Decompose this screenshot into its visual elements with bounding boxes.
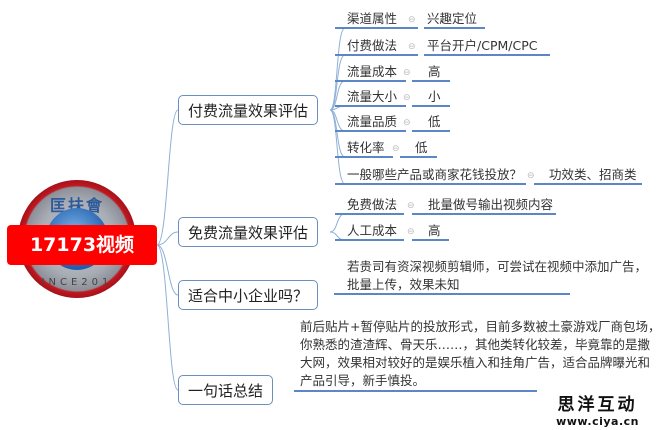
leaf-value[interactable]: 批量做号输出视频内容 — [428, 197, 554, 212]
logo-bottom-text: INCE201 — [41, 277, 113, 288]
leaf-value[interactable]: 高 — [428, 223, 441, 238]
collapse-icon[interactable]: ⊖ — [527, 171, 535, 181]
leaf-value[interactable]: 低 — [415, 140, 428, 155]
collapse-icon[interactable]: ⊖ — [408, 15, 416, 25]
branch-free-traffic[interactable]: 免费流量效果评估 — [178, 217, 319, 247]
note-line: 若贵司有资深视频剪辑师，可尝试在视频中添加广告， — [347, 259, 648, 274]
note-line: 批量上传，效果未知 — [347, 277, 460, 292]
collapse-icon[interactable]: ⊖ — [392, 144, 400, 154]
leaf-value[interactable]: 高 — [428, 64, 441, 79]
collapse-icon[interactable]: ⊖ — [408, 42, 416, 52]
leaf-value[interactable]: 低 — [428, 114, 441, 129]
collapse-icon[interactable]: ⊖ — [403, 118, 411, 128]
collapse-icon[interactable]: ⊖ — [403, 68, 411, 78]
collapse-icon[interactable]: ⊖ — [403, 93, 411, 103]
summary-note[interactable]: 前后贴片+暂停贴片的投放形式，目前多数被土豪游戏厂商包场， 你熟悉的渣渣辉、骨天… — [300, 318, 660, 390]
leaf-value[interactable]: 兴趣定位 — [427, 11, 478, 26]
leaf-key[interactable]: 人工成本 — [347, 223, 398, 238]
leaf-key[interactable]: 付费做法 — [347, 38, 398, 53]
note-line: 产品引导，新手慎投。 — [300, 373, 426, 388]
leaf-key[interactable]: 免费做法 — [347, 197, 398, 212]
branch-paid-traffic[interactable]: 付费流量效果评估 — [178, 95, 319, 125]
leaf-key[interactable]: 流量成本 — [347, 64, 398, 79]
note-line: 前后贴片+暂停贴片的投放形式，目前多数被土豪游戏厂商包场， — [300, 319, 661, 334]
root-topic[interactable]: 17173视频 — [7, 225, 157, 265]
leaf-key[interactable]: 一般哪些产品或商家花钱投放？ — [347, 167, 523, 182]
leaf-value[interactable]: 功效类、招商类 — [549, 167, 637, 182]
branch-summary[interactable]: 一句话总结 — [178, 375, 274, 405]
leaf-key[interactable]: 流量品质 — [347, 114, 398, 129]
watermark-url: www.ciya.cn — [556, 415, 639, 428]
branch-sme-fit[interactable]: 适合中小企业吗？ — [178, 280, 319, 310]
collapse-icon[interactable]: ⊖ — [407, 201, 415, 211]
watermark: 思洋互动 www.ciya.cn — [556, 390, 639, 428]
sme-note[interactable]: 若贵司有资深视频剪辑师，可尝试在视频中添加广告， 批量上传，效果未知 — [347, 258, 647, 294]
note-line: 大网，效果相对较好的是娱乐植入和挂角广告，适合品牌曝光和 — [300, 355, 651, 370]
watermark-name: 思洋互动 — [557, 395, 638, 415]
leaf-value[interactable]: 小 — [428, 89, 441, 104]
leaf-key[interactable]: 转化率 — [347, 140, 385, 155]
leaf-value[interactable]: 平台开户/CPM/CPC — [427, 38, 538, 53]
collapse-icon[interactable]: ⊖ — [407, 227, 415, 237]
note-line: 你熟悉的渣渣辉、骨天乐……，其他类转化较差，毕竟靠的是撒 — [300, 337, 651, 352]
leaf-key[interactable]: 渠道属性 — [347, 11, 398, 26]
leaf-key[interactable]: 流量大小 — [347, 89, 398, 104]
